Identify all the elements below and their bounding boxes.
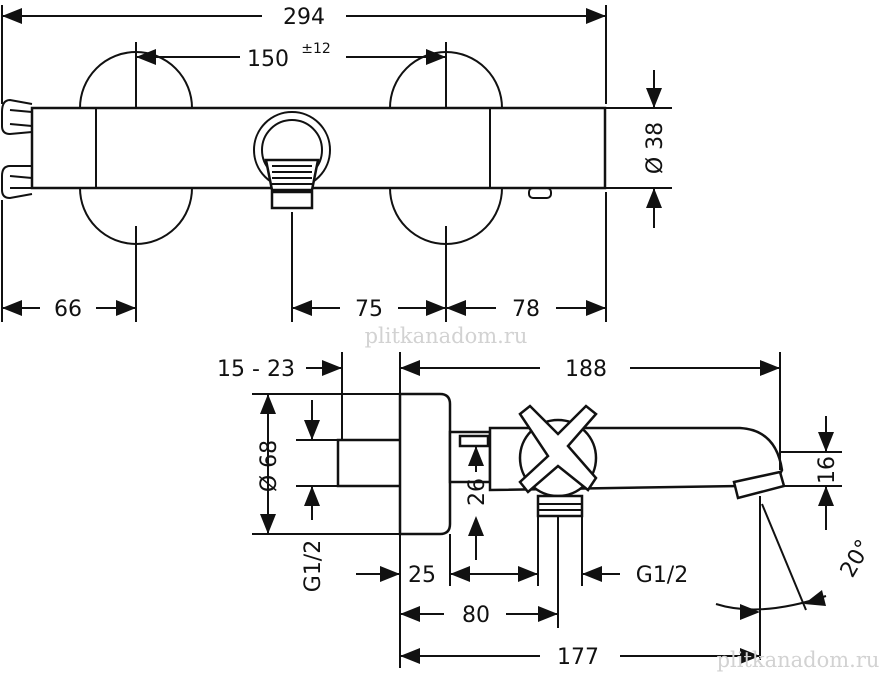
arrow — [260, 394, 276, 414]
arrow — [2, 8, 22, 24]
arrow — [818, 486, 834, 506]
arrow — [260, 514, 276, 534]
arrow — [468, 446, 484, 466]
arrow — [646, 188, 662, 208]
arrow — [400, 648, 420, 664]
dim-depth-177: 177 — [557, 645, 599, 670]
arrow — [446, 300, 466, 316]
arrow — [400, 606, 420, 622]
arrow — [804, 590, 826, 606]
arrow — [450, 566, 470, 582]
arrow — [400, 360, 420, 376]
dim-wall-offset: 15 - 23 — [217, 357, 295, 382]
dim-thread-right: G1/2 — [636, 563, 688, 588]
bottom-outlet — [536, 494, 584, 518]
arrow — [646, 88, 662, 108]
arrow — [586, 300, 606, 316]
dim-flange-diameter: Ø 68 — [257, 440, 282, 492]
arrow — [518, 566, 538, 582]
arrow — [586, 8, 606, 24]
watermark: plitkanadom.ru — [717, 648, 880, 672]
dim-outlet-height: 26 — [465, 478, 490, 506]
dim-right-offset: 78 — [512, 297, 540, 322]
arrow — [116, 300, 136, 316]
dim-spout-height: 16 — [815, 456, 840, 484]
arrow — [2, 300, 22, 316]
dim-projection: 188 — [565, 357, 607, 382]
end-cap-lower — [1, 165, 33, 200]
dim-center-distance: 150 — [247, 47, 289, 72]
arrow — [582, 566, 602, 582]
watermark: plitkanadom.ru — [365, 324, 528, 348]
arrow — [426, 300, 446, 316]
end-cap-upper — [1, 98, 33, 136]
arrow — [136, 49, 156, 65]
arrow — [380, 566, 400, 582]
dim-overall-width: 294 — [283, 5, 325, 30]
arrow — [292, 300, 312, 316]
diverter-nub — [528, 187, 552, 199]
outlet-connector — [270, 190, 314, 210]
dim-depth-80: 80 — [462, 603, 490, 628]
arrow — [426, 49, 446, 65]
arrow — [740, 648, 760, 664]
arrow — [468, 516, 484, 536]
arrow — [322, 360, 342, 376]
cross-handle — [518, 404, 598, 494]
wall-pipe — [336, 438, 404, 488]
dim-middle-offset: 75 — [355, 297, 383, 322]
dim-left-offset: 66 — [54, 297, 82, 322]
arrow — [304, 486, 320, 506]
mixer-body — [30, 106, 607, 190]
side-view: 15 - 23 188 Ø 68 G1/2 26 — [217, 352, 877, 670]
outlet-nozzle — [264, 158, 320, 192]
dim-thread-left: G1/2 — [301, 540, 326, 592]
top-view: 294 150 ±12 Ø 38 66 75 — [1, 5, 672, 322]
arrow — [538, 606, 558, 622]
arrow — [760, 360, 780, 376]
arrow — [304, 420, 320, 440]
arrow — [740, 604, 760, 620]
dim-angle: 20° — [836, 536, 877, 582]
arrow — [818, 432, 834, 452]
dim-center-tolerance: ±12 — [301, 41, 331, 57]
dim-depth-25: 25 — [408, 563, 436, 588]
dim-diameter-38: Ø 38 — [643, 122, 668, 174]
wall-flange — [398, 392, 452, 536]
